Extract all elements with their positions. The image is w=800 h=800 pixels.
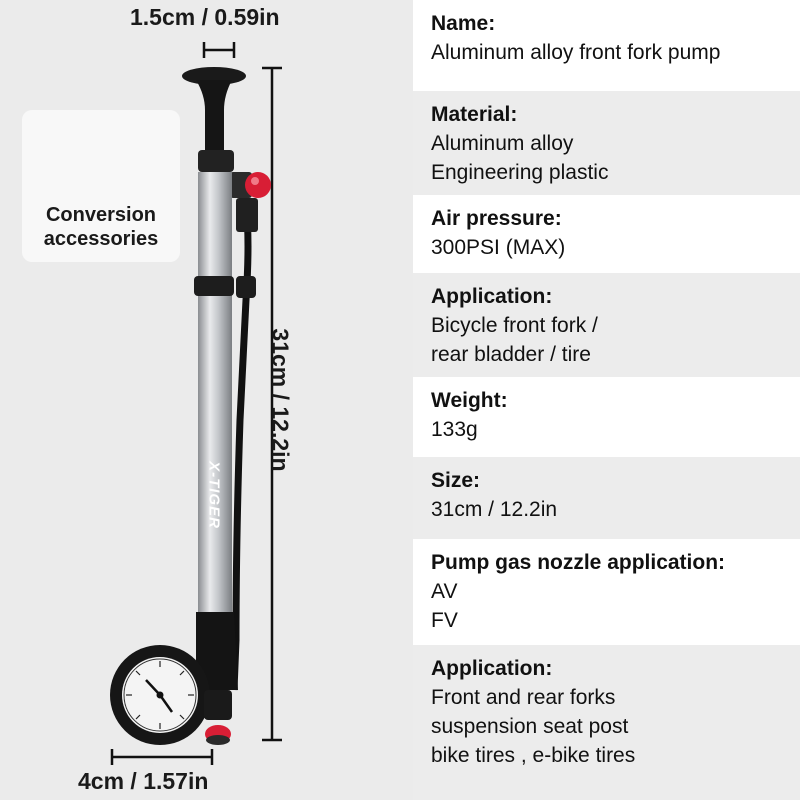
spec-value: bike tires , e-bike tires — [431, 744, 636, 767]
spec-value: Engineering plastic — [431, 161, 609, 184]
product-image-area: 1.5cm / 0.59in 31cm / 12.2in 4cm / 1.57i… — [22, 4, 294, 794]
spec-value: AV — [431, 580, 458, 603]
spec-value: FV — [431, 609, 458, 632]
spec-title: Size: — [431, 469, 481, 492]
spec-row-size: Size: 31cm / 12.2in — [413, 457, 800, 539]
spec-value: 31cm / 12.2in — [431, 498, 558, 521]
spec-title: Name: — [431, 12, 496, 35]
height-label: 31cm / 12.2in — [267, 328, 294, 472]
pump-handle — [182, 67, 246, 172]
spec-value: 300PSI (MAX) — [431, 236, 566, 259]
pump-barrel — [198, 172, 232, 627]
spec-title: Material: — [431, 103, 518, 126]
spec-value: rear bladder / tire — [431, 343, 591, 366]
release-valve — [230, 172, 271, 232]
bottom-width-label: 4cm / 1.57in — [78, 768, 209, 794]
accessory-card: Conversion accessories — [22, 110, 180, 262]
spec-value: 133g — [431, 418, 478, 441]
spec-row-air-pressure: Air pressure: 300PSI (MAX) — [413, 195, 800, 273]
spec-row-material: Material: Aluminum alloy Engineering pla… — [413, 91, 800, 195]
spec-row-weight: Weight: 133g — [413, 377, 800, 457]
top-width-label: 1.5cm / 0.59in — [130, 4, 280, 30]
spec-value: Bicycle front fork / — [431, 314, 598, 337]
accessory-label-line: Conversion — [45, 204, 157, 226]
accessory-label: Conversion accessories — [22, 203, 180, 251]
pump-hose — [230, 204, 252, 691]
spec-row-name: Name: Aluminum alloy front fork pump — [413, 0, 800, 91]
spec-value: Front and rear forks — [431, 686, 616, 709]
spec-table: Name: Aluminum alloy front fork pump Mat… — [413, 0, 800, 800]
top-width-indicator — [202, 42, 236, 58]
spec-title: Weight: — [431, 389, 508, 412]
spec-title: Air pressure: — [431, 207, 562, 230]
pressure-gauge — [110, 645, 210, 745]
spec-value: Aluminum alloy — [431, 132, 574, 155]
pump-base-grip — [196, 612, 238, 690]
spec-title: Application: — [431, 657, 553, 680]
brand-logo-text: X-TIGER — [205, 461, 223, 529]
bottom-width-indicator — [110, 749, 214, 765]
spec-title: Application: — [431, 285, 553, 308]
spec-row-application-2: Application: Front and rear forks suspen… — [413, 645, 800, 800]
spec-row-application: Application: Bicycle front fork / rear b… — [413, 273, 800, 377]
accessory-label-line: accessories — [43, 228, 159, 250]
height-indicator — [262, 66, 282, 742]
spec-title: Pump gas nozzle application: — [431, 551, 726, 574]
nozzle-tip — [204, 690, 232, 745]
spec-row-nozzle-application: Pump gas nozzle application: AV FV — [413, 539, 800, 645]
spec-value: Aluminum alloy front fork pump — [431, 41, 721, 64]
spec-value: suspension seat post — [431, 715, 629, 738]
